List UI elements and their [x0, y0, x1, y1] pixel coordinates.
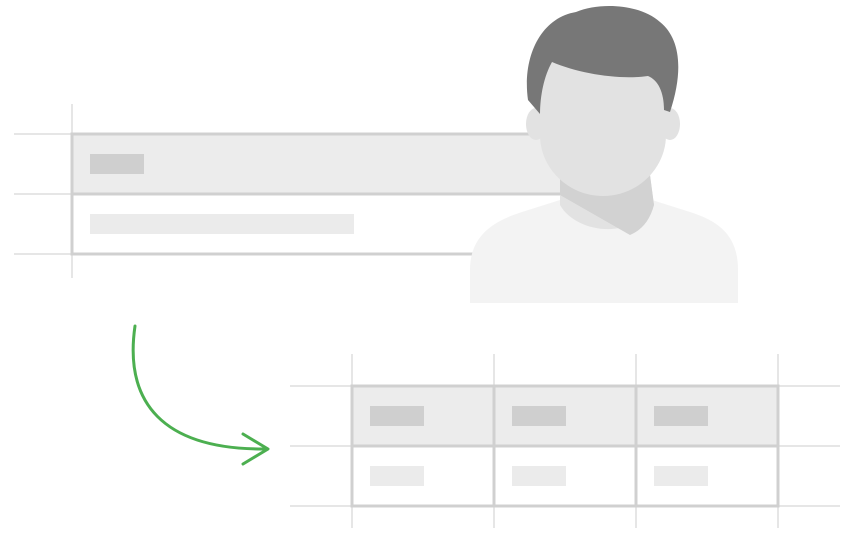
result-body-placeholder-1 — [370, 466, 424, 486]
result-header-placeholder-3 — [654, 406, 708, 426]
user-avatar-icon — [470, 6, 738, 303]
result-table — [290, 354, 840, 528]
source-table-guides — [14, 104, 73, 278]
avatar-face — [540, 40, 666, 196]
result-header-placeholder-1 — [370, 406, 424, 426]
result-table-guides — [290, 354, 840, 528]
avatar-shirt — [470, 200, 738, 303]
source-header-row — [70, 132, 604, 196]
arrow-head — [241, 432, 270, 466]
source-body-placeholder — [90, 214, 354, 234]
result-body-placeholder-2 — [512, 466, 566, 486]
result-body-placeholder-3 — [654, 466, 708, 486]
arrow-shaft — [131, 324, 268, 451]
avatar-hair — [526, 6, 679, 115]
curved-arrow-icon — [131, 324, 270, 466]
source-header-placeholder — [90, 154, 144, 174]
result-header-placeholder-2 — [512, 406, 566, 426]
